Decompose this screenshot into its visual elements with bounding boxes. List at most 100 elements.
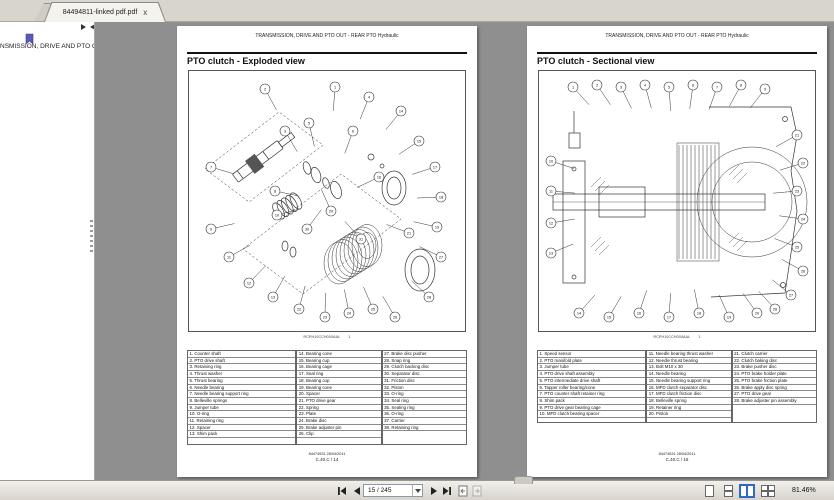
parts-row: 24. Brake disc xyxy=(297,418,381,425)
svg-text:26: 26 xyxy=(393,316,397,320)
svg-text:8: 8 xyxy=(740,84,742,88)
single-page-view-icon[interactable] xyxy=(701,484,717,498)
parts-row: 5. Thrust bearing xyxy=(188,378,296,385)
tab-close-icon[interactable]: x xyxy=(143,7,148,17)
svg-text:11: 11 xyxy=(549,190,553,194)
parts-row: 16. Bearing cage xyxy=(297,364,381,372)
parts-row: 1. Counter shaft xyxy=(188,351,296,358)
first-page-button[interactable] xyxy=(336,485,348,497)
next-page-button[interactable] xyxy=(428,485,440,497)
parts-row: 17. MFD clutch friction disc xyxy=(647,391,731,398)
page-number-input[interactable]: 15 / 245 xyxy=(363,484,423,497)
tab-title: 84494811-linked pdf.pdf xyxy=(62,9,138,16)
last-page-button[interactable] xyxy=(441,485,453,497)
svg-text:22: 22 xyxy=(801,162,805,166)
svg-text:14: 14 xyxy=(577,312,581,316)
svg-text:4: 4 xyxy=(368,96,370,100)
page-footer-ref: 84474531 28/04/2011 xyxy=(658,452,696,456)
parts-row: 35. Sealing ring xyxy=(382,405,466,412)
svg-text:17: 17 xyxy=(433,166,437,170)
parts-row: 10. O-ring xyxy=(188,411,296,419)
parts-row: 9. Jumper tube xyxy=(188,405,296,412)
panel-splitter[interactable] xyxy=(90,220,93,254)
svg-text:24: 24 xyxy=(801,218,805,222)
svg-text:21: 21 xyxy=(795,134,799,138)
svg-text:20: 20 xyxy=(755,312,759,316)
parts-row: 19. Bearing cone xyxy=(297,385,381,392)
bottom-toolbar: 15 / 245 81.46% xyxy=(0,476,834,500)
parts-row: 3. Retaining ring xyxy=(188,364,296,372)
svg-text:1: 1 xyxy=(334,86,336,90)
two-page-continuous-view-icon[interactable] xyxy=(760,484,776,498)
svg-text:27: 27 xyxy=(439,256,443,260)
svg-text:18: 18 xyxy=(439,196,443,200)
svg-text:26: 26 xyxy=(801,270,805,274)
parts-row: 22. Spring xyxy=(297,405,381,412)
svg-text:20: 20 xyxy=(329,210,333,214)
forward-arrow-icon[interactable] xyxy=(80,23,86,30)
parts-row: 7. PTO counter shaft retainer ring xyxy=(538,391,646,398)
parts-row: 36. O-ring xyxy=(382,411,466,419)
parts-row: 22. Clutch baking disc xyxy=(732,358,816,365)
zoom-level[interactable]: 81.46% xyxy=(792,487,816,494)
bookmark-item[interactable]: NSMISSION, DRIVE AND PTO OU xyxy=(0,43,95,50)
parts-row: 10. MFD clutch bearing spacer xyxy=(538,411,646,419)
parts-row: 24. PTO brake holder plate xyxy=(732,371,816,378)
continuous-view-icon[interactable] xyxy=(720,484,736,498)
header-rule xyxy=(187,52,467,54)
pdf-page-2: TRANSMISSION, DRIVE AND PTO OUT - REAR P… xyxy=(527,26,827,477)
parts-row: 32. Piston xyxy=(382,385,466,392)
page-dropdown-caret-icon[interactable] xyxy=(412,485,422,496)
two-page-view-icon[interactable] xyxy=(739,484,755,498)
parts-row: 21. Clutch carrier xyxy=(732,351,816,358)
svg-text:3: 3 xyxy=(620,86,622,90)
section-title: PTO clutch - Exploded view xyxy=(187,56,305,66)
parts-row: 5. PTO intermediate drive shaft xyxy=(538,378,646,385)
parts-row: 12. Spacer xyxy=(188,425,296,432)
svg-text:23: 23 xyxy=(323,316,327,320)
previous-view-icon[interactable] xyxy=(457,485,469,497)
svg-text:10: 10 xyxy=(549,160,553,164)
parts-row: 1. Speed sensor xyxy=(538,351,646,358)
parts-row: 4. Thrust washer xyxy=(188,371,296,378)
svg-text:13: 13 xyxy=(271,296,275,300)
bookmarks-panel: NSMISSION, DRIVE AND PTO OU xyxy=(0,22,95,480)
parts-row: 14. Needle bearing xyxy=(647,371,731,378)
svg-text:25: 25 xyxy=(371,308,375,312)
previous-page-button[interactable] xyxy=(351,485,363,497)
next-view-icon[interactable] xyxy=(471,485,483,497)
svg-text:3: 3 xyxy=(284,130,286,134)
svg-text:19: 19 xyxy=(727,316,731,320)
svg-text:9: 9 xyxy=(764,88,766,92)
parts-row: 20. Spacer xyxy=(297,391,381,398)
parts-row: 25. PTO brake friction plate xyxy=(732,378,816,385)
document-tab[interactable]: 84494811-linked pdf.pdf x xyxy=(44,2,166,22)
parts-row: 33. O-ring xyxy=(382,391,466,398)
svg-text:15: 15 xyxy=(417,140,421,144)
parts-row: 25. Brake adjuster pin xyxy=(297,425,381,432)
svg-text:6: 6 xyxy=(352,130,354,134)
svg-text:12: 12 xyxy=(247,282,251,286)
svg-text:13: 13 xyxy=(549,252,553,256)
parts-row: 27. PTO drive gear xyxy=(732,391,816,398)
svg-text:28: 28 xyxy=(773,308,777,312)
svg-text:16: 16 xyxy=(637,312,641,316)
parts-row: 28. Brake adjuster pin assembly xyxy=(732,398,816,405)
document-viewer[interactable]: TRANSMISSION, DRIVE AND PTO OUT - REAR P… xyxy=(96,22,834,480)
back-arrow-icon[interactable] xyxy=(89,23,94,30)
parts-row: 26. Brake apply disc spring xyxy=(732,385,816,392)
parts-row: 14. Bearing cone xyxy=(297,351,381,358)
page-footer-number: C.40.C / 15 xyxy=(665,457,689,462)
svg-text:5: 5 xyxy=(668,86,670,90)
parts-row: 11. Needle bearing thrust washer xyxy=(647,351,731,358)
svg-text:16: 16 xyxy=(377,176,381,180)
toolbar-handle[interactable] xyxy=(514,476,533,484)
